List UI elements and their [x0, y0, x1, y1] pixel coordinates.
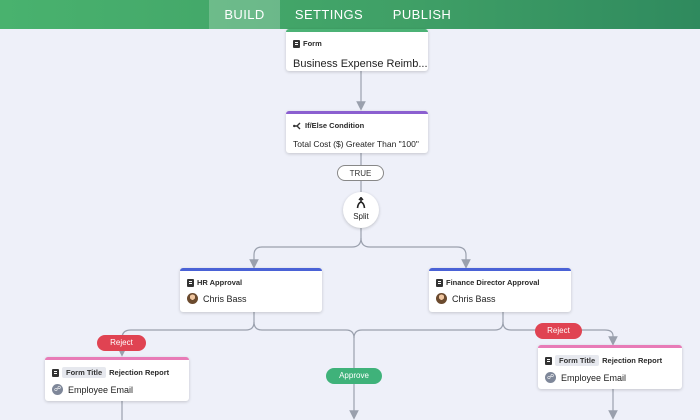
approval-icon	[436, 278, 443, 287]
finance-approval-header: Finance Director Approval	[436, 278, 540, 287]
form-node[interactable]: Form Business Expense Reimb...	[286, 29, 428, 71]
tab-publish[interactable]: PUBLISH	[392, 7, 452, 22]
connector-hr-approve	[253, 321, 359, 420]
link-icon: ☍	[545, 372, 556, 383]
rejection-report-title: Rejection Report	[109, 368, 170, 377]
split-node[interactable]: Split	[343, 192, 379, 228]
connector-split-hr	[249, 228, 362, 269]
rejection-recipient: ☍ Employee Email	[52, 384, 133, 395]
rejection-recipient: ☍ Employee Email	[545, 372, 626, 383]
tab-settings[interactable]: SETTINGS	[294, 7, 364, 22]
rejection-report-header: Form Title Rejection Report	[52, 367, 169, 378]
true-branch-label: TRUE	[337, 165, 384, 181]
condition-expression: Total Cost ($) Greater Than "100"	[293, 139, 419, 149]
finance-approval-node[interactable]: Finance Director Approval Chris Bass	[429, 268, 571, 312]
rejection-report-title: Rejection Report	[602, 356, 663, 365]
form-icon	[293, 39, 300, 48]
hr-approval-assignee: Chris Bass	[187, 293, 247, 304]
condition-node[interactable]: If/Else Condition Total Cost ($) Greater…	[286, 111, 428, 153]
form-node-header: Form	[293, 39, 322, 48]
condition-node-type: If/Else Condition	[305, 121, 365, 130]
rejection-report-header: Form Title Rejection Report	[545, 355, 662, 366]
assignee-name: Chris Bass	[452, 293, 496, 304]
hr-approval-node[interactable]: HR Approval Chris Bass	[180, 268, 322, 312]
form-title-chip: Form Title	[62, 367, 107, 378]
condition-node-header: If/Else Condition	[293, 121, 364, 130]
recipient-label: Employee Email	[561, 372, 627, 383]
assignee-name: Chris Bass	[203, 293, 247, 304]
avatar	[436, 293, 447, 304]
connector-hr-reject	[117, 312, 255, 357]
split-icon	[356, 197, 366, 209]
connector-split-finance	[360, 237, 471, 269]
approval-icon	[187, 278, 194, 287]
branch-icon	[293, 122, 301, 129]
finance-approval-assignee: Chris Bass	[436, 293, 496, 304]
form-title-chip: Form Title	[555, 355, 600, 366]
avatar	[187, 293, 198, 304]
tab-build[interactable]: BUILD	[209, 0, 280, 29]
recipient-label: Employee Email	[68, 384, 134, 395]
reject-branch-label-right: Reject	[535, 323, 582, 339]
connector-finance-reject	[502, 321, 618, 346]
form-node-type: Form	[303, 39, 322, 48]
finance-approval-title: Finance Director Approval	[446, 278, 540, 287]
form-node-title: Business Expense Reimb...	[293, 58, 428, 70]
hr-approval-header: HR Approval	[187, 278, 242, 287]
link-icon: ☍	[52, 384, 63, 395]
top-navigation-bar: BUILD SETTINGS PUBLISH	[0, 0, 700, 29]
hr-approval-title: HR Approval	[197, 278, 243, 287]
split-label: Split	[353, 212, 369, 221]
rejection-report-node-right[interactable]: Form Title Rejection Report ☍ Employee E…	[538, 345, 682, 389]
connector-finance-approve	[353, 312, 504, 339]
document-icon	[52, 368, 59, 377]
rejection-report-node-left[interactable]: Form Title Rejection Report ☍ Employee E…	[45, 357, 189, 401]
approve-branch-label: Approve	[326, 368, 382, 384]
document-icon	[545, 356, 552, 365]
reject-branch-label-left: Reject	[97, 335, 146, 351]
